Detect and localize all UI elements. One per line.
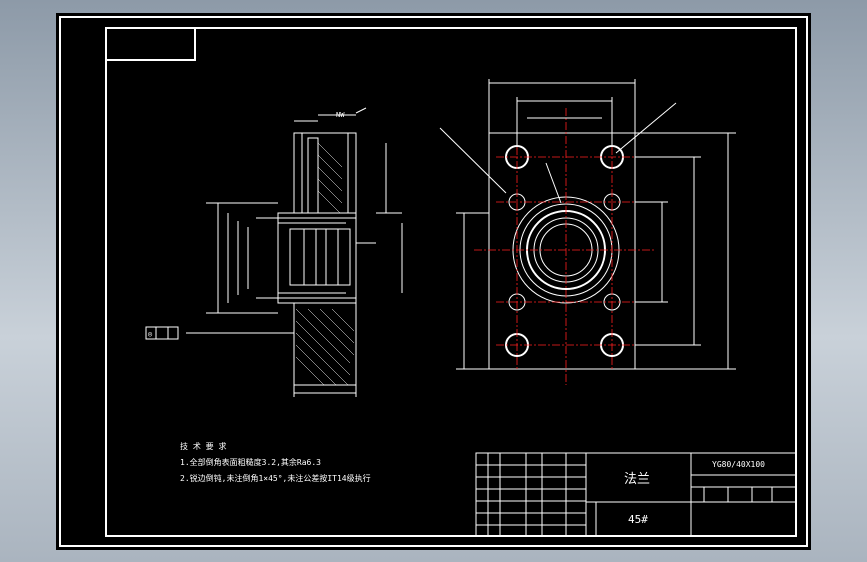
plan-view: [439, 79, 736, 385]
technical-notes-title: 技 术 要 求: [180, 442, 227, 451]
view-callout-label: NW: [336, 111, 345, 119]
material-label: 45#: [628, 513, 648, 526]
top-left-box: [105, 27, 196, 61]
section-view: ◎ NW: [145, 107, 403, 397]
cad-drawing: ◎ NW: [59, 16, 808, 547]
flange-plate-outline: [488, 132, 636, 370]
title-block: [475, 452, 797, 537]
technical-note-1: 1.全部倒角表面粗糙度3.2,其余Ra6.3: [180, 458, 321, 467]
tolerance-frame-label: ◎: [148, 330, 153, 338]
technical-note-2: 2.锐边倒钝,未注倒角1×45°,未注公差按IT14级执行: [180, 474, 371, 483]
drawing-sheet: ◎ NW 技 术 要 求: [56, 13, 811, 550]
inner-border: [105, 27, 797, 537]
outer-border: [59, 16, 808, 547]
drawing-code: YG80/40X100: [712, 460, 765, 469]
part-name: 法兰: [624, 472, 651, 487]
